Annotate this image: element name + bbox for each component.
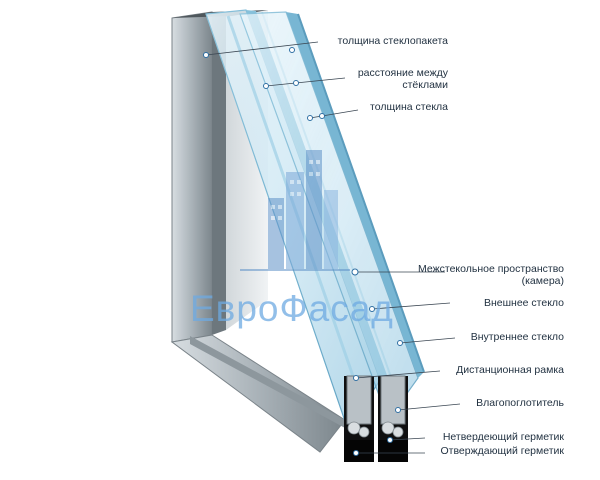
brand-watermark: ЕвроФасад [190,288,394,329]
label-nonhardening-sealant: Нетвердеющий герметик [443,431,564,443]
leader-lines [205,41,461,454]
label-chamber: Межстекольное пространство (камера) [418,263,564,287]
label-glass-distance: расстояние между стёклами [358,67,448,91]
label-spacer-frame: Дистанционная рамка [456,364,564,376]
label-nonhardening-sealant-text: Нетвердеющий герметик [442,431,564,443]
label-outer-glass-text: Внешнее стекло [483,297,564,309]
label-inner-glass: Внутреннее стекло [471,331,564,343]
label-desiccant: Влагопоглотитель [476,397,564,409]
label-hardening-sealant-text: Отверждающий герметик [440,445,564,457]
label-glass-thickness: толщина стекла [370,101,448,113]
building-watermark-icon [240,150,350,271]
label-glass-distance-line1: расстояние между [357,67,448,79]
label-unit-thickness-text: толщина стеклопакета [337,35,448,47]
label-hardening-sealant: Отверждающий герметик [440,445,564,457]
leader-markers [203,47,403,456]
label-chamber-line1: Межстекольное пространство [418,263,564,275]
label-unit-thickness: толщина стеклопакета [338,35,448,47]
label-spacer-frame-text: Дистанционная рамка [456,364,564,376]
label-glass-distance-line2: стёклами [402,79,448,91]
label-inner-glass-text: Внутреннее стекло [470,331,564,343]
window-frame [170,10,346,453]
label-chamber-line2: (камера) [521,275,564,287]
label-glass-thickness-text: толщина стекла [370,101,448,113]
label-outer-glass: Внешнее стекло [484,297,564,309]
label-desiccant-text: Влагопоглотитель [476,397,564,409]
bottom-edge-assembly [344,375,408,462]
